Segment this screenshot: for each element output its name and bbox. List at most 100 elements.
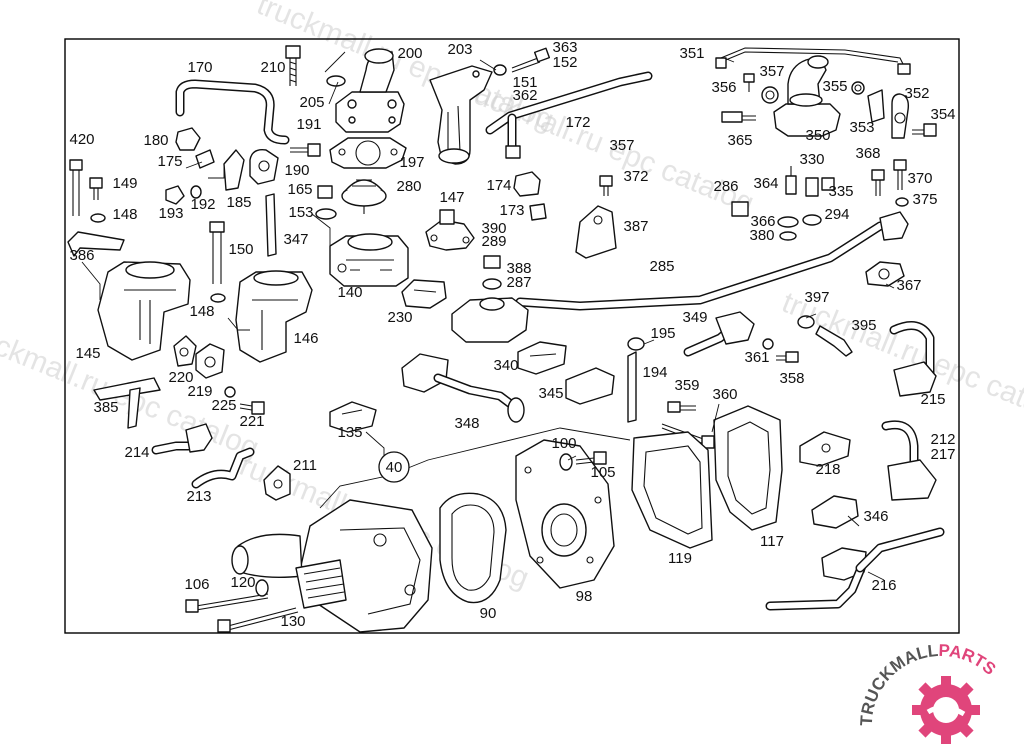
part-label-152: 152	[552, 54, 577, 71]
washer-148b	[210, 293, 226, 303]
part-label-105: 105	[590, 464, 615, 481]
part-label-357: 357	[609, 137, 634, 154]
cap-195	[627, 337, 645, 351]
bolt-368	[871, 169, 885, 196]
bolt-221	[239, 401, 265, 415]
washer-361	[762, 338, 774, 350]
part-label-370: 370	[907, 170, 932, 187]
housing-140	[329, 233, 409, 287]
part-label-119: 119	[668, 550, 692, 567]
part-label-352: 352	[904, 85, 929, 102]
bolt-359	[667, 401, 696, 413]
diagram-frame	[64, 38, 960, 634]
washer-225	[224, 386, 236, 398]
part-label-151: 151	[512, 74, 537, 91]
seal-380	[779, 231, 797, 241]
part-label-340: 340	[493, 357, 518, 374]
seal-153	[315, 208, 337, 220]
part-label-205: 205	[299, 94, 324, 111]
part-label-380: 380	[749, 227, 774, 244]
part-label-420: 420	[69, 131, 94, 148]
part-label-195: 195	[650, 325, 675, 342]
part-label-149: 149	[112, 175, 137, 192]
gasket-230	[401, 279, 447, 309]
bolt-150	[209, 221, 225, 284]
bolt-149	[89, 177, 103, 200]
part-label-215: 215	[920, 391, 945, 408]
bolt-420	[69, 159, 83, 216]
logo-text-accent: PARTS	[938, 641, 999, 679]
part-label-388: 388	[506, 260, 531, 277]
part-label-213: 213	[186, 488, 211, 505]
part-label-358: 358	[779, 370, 804, 387]
strap-347	[265, 193, 277, 257]
part-label-386: 386	[69, 247, 94, 264]
part-label-375: 375	[912, 191, 937, 208]
pipe-349	[683, 311, 755, 357]
part-label-172: 172	[565, 114, 590, 131]
part-label-289: 289	[481, 233, 506, 250]
part-label-346: 346	[863, 508, 888, 525]
part-label-135: 135	[337, 424, 362, 441]
part-label-230: 230	[387, 309, 412, 326]
part-label-147: 147	[439, 189, 464, 206]
bolt-354	[912, 123, 937, 137]
part-label-150: 150	[228, 241, 253, 258]
part-label-211: 211	[293, 457, 317, 474]
part-label-146: 146	[293, 330, 318, 347]
part-label-360: 360	[712, 386, 737, 403]
part-label-354: 354	[930, 106, 955, 123]
part-label-330: 330	[799, 151, 824, 168]
part-label-387: 387	[623, 218, 648, 235]
part-label-225: 225	[211, 397, 236, 414]
part-label-335: 335	[828, 183, 853, 200]
gasket-367	[865, 261, 905, 287]
part-label-170: 170	[187, 59, 212, 76]
part-label-210: 210	[260, 59, 285, 76]
plate-98	[515, 439, 615, 589]
bolt-130-long	[217, 607, 299, 633]
pipe-285	[515, 211, 909, 311]
bolt-363	[511, 47, 551, 73]
washer-205	[326, 75, 346, 87]
truckmall-parts-logo: TRUCKMALLPARTS	[857, 641, 999, 744]
bolt-372	[599, 175, 613, 196]
pipe-351	[715, 47, 911, 75]
part-label-355: 355	[822, 78, 847, 95]
washer-151	[493, 64, 507, 76]
bolt-106	[185, 593, 269, 613]
part-label-106: 106	[184, 576, 209, 593]
part-label-175: 175	[157, 153, 182, 170]
gasket-197	[329, 137, 407, 169]
flange-218	[799, 431, 851, 467]
bracket-194	[627, 351, 637, 423]
sensor-356	[743, 73, 755, 92]
part-label-145: 145	[75, 345, 100, 362]
gasket-135	[329, 401, 377, 433]
part-label-364: 364	[753, 175, 778, 192]
plug-286	[731, 201, 749, 217]
part-label-294: 294	[824, 206, 849, 223]
housing-145	[97, 261, 191, 361]
pipe-216	[765, 527, 945, 611]
part-label-372: 372	[623, 168, 648, 185]
washer-366	[777, 216, 799, 228]
washer-120	[255, 579, 269, 597]
part-label-390: 390	[481, 220, 506, 237]
part-label-140: 140	[337, 284, 362, 301]
part-label-287: 287	[506, 274, 531, 291]
nut-180	[175, 127, 201, 151]
pipe-214	[151, 423, 213, 455]
thermostat-280	[341, 179, 387, 214]
part-label-191: 191	[296, 116, 321, 133]
cap-165	[317, 185, 333, 199]
part-label-185: 185	[226, 194, 251, 211]
part-label-98: 98	[576, 588, 593, 605]
part-label-148: 148	[112, 206, 137, 223]
part-label-90: 90	[480, 605, 497, 622]
part-label-216: 216	[871, 577, 896, 594]
sender-365	[721, 111, 756, 123]
part-label-220: 220	[168, 369, 193, 386]
part-label-190: 190	[284, 162, 309, 179]
